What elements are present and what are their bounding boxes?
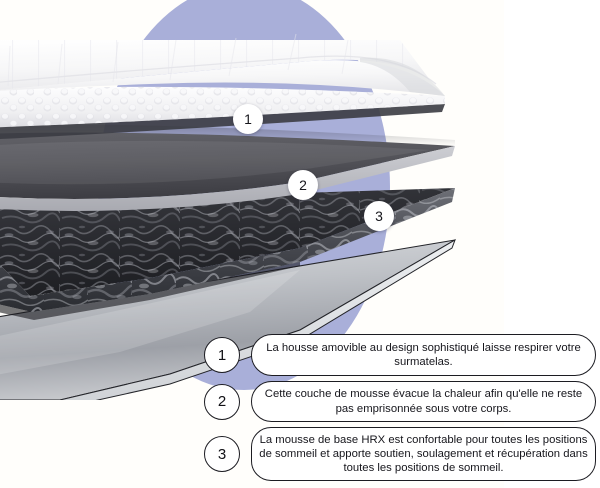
legend-badge-1[interactable]: 1 — [204, 337, 240, 374]
layer-hrx-marbled-foam — [0, 188, 455, 320]
diagram-marker-1[interactable]: 1 — [233, 104, 263, 134]
layer-base-plate — [0, 238, 456, 400]
legend-text-2: Cette couche de mousse évacue la chaleur… — [251, 381, 596, 422]
legend-list: 1 La housse amovible au design sophistiq… — [204, 334, 596, 486]
diagram-marker-1-label: 1 — [244, 111, 252, 127]
legend-text-3: La mousse de base HRX est confortable po… — [251, 426, 596, 482]
diagram-marker-2[interactable]: 2 — [288, 170, 318, 200]
mattress-layer-diagram: 1 2 3 — [0, 33, 456, 400]
legend-item-1: 1 La housse amovible au design sophistiq… — [204, 334, 596, 377]
diagram-marker-2-label: 2 — [299, 177, 307, 193]
legend-badge-2[interactable]: 2 — [204, 383, 240, 420]
layer-cooling-foam — [0, 132, 455, 211]
layer-removable-cover — [0, 33, 445, 140]
legend-text-1: La housse amovible au design sophistiqué… — [251, 334, 596, 377]
legend-badge-2-label: 2 — [217, 393, 227, 411]
diagram-marker-3[interactable]: 3 — [364, 201, 394, 231]
legend-item-2: 2 Cette couche de mousse évacue la chale… — [204, 381, 596, 422]
legend-item-3: 3 La mousse de base HRX est confortable … — [204, 426, 596, 482]
diagram-marker-3-label: 3 — [375, 208, 383, 224]
legend-badge-1-label: 1 — [217, 346, 227, 364]
legend-badge-3[interactable]: 3 — [204, 436, 240, 473]
legend-badge-3-label: 3 — [217, 445, 227, 463]
